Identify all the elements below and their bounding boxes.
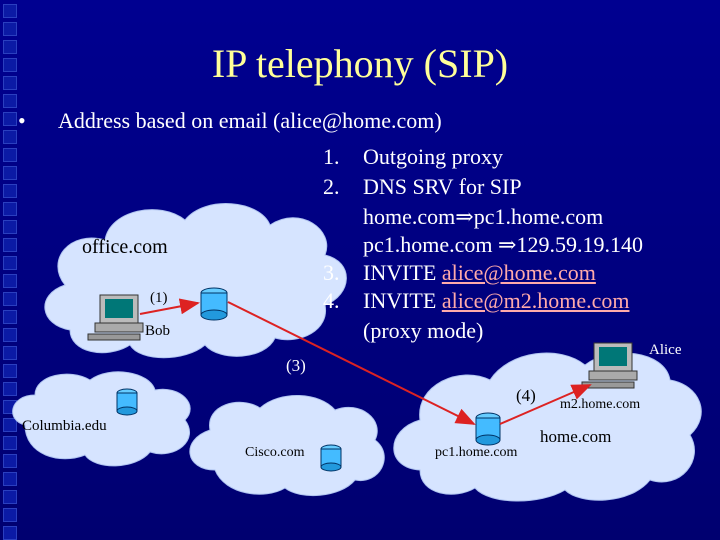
sidebar-square <box>3 490 17 504</box>
sidebar-square <box>3 238 17 252</box>
alice-label: Alice <box>649 342 682 358</box>
step-text: Outgoing proxy <box>363 144 503 169</box>
sidebar-square <box>3 364 17 378</box>
dns-line-1: home.com⇒pc1.home.com <box>363 204 604 229</box>
bob-label: Bob <box>145 323 171 339</box>
sidebar-square <box>3 292 17 306</box>
sidebar-square <box>3 328 17 342</box>
m2-label: m2.home.com <box>560 397 641 412</box>
step-number: 1. <box>323 144 340 169</box>
step-number: 4. <box>323 288 340 313</box>
step-number: 3. <box>323 260 340 285</box>
home-cloud <box>393 352 702 502</box>
server-icon <box>200 287 228 321</box>
columbia-label: Columbia.edu <box>22 418 107 434</box>
sidebar-square <box>3 76 17 90</box>
sidebar-square <box>3 436 17 450</box>
proxy-mode-note: (proxy mode) <box>363 318 484 343</box>
sidebar-square <box>3 22 17 36</box>
sidebar-square <box>3 4 17 18</box>
arrow-step1 <box>139 298 200 315</box>
sidebar-square <box>3 382 17 396</box>
step-text: DNS SRV for SIP <box>363 174 522 199</box>
sidebar-square <box>3 94 17 108</box>
arrow-step4 <box>499 384 592 425</box>
arrow-step3 <box>227 301 476 425</box>
sidebar-square <box>3 418 17 432</box>
step-number: 2. <box>323 174 340 199</box>
step-prefix: INVITE <box>363 260 442 285</box>
step-prefix: INVITE <box>363 288 442 313</box>
address-line: Address based on email (alice@home.com) <box>58 108 442 133</box>
step1-label: (1) <box>150 290 168 306</box>
sidebar-square <box>3 346 17 360</box>
step3-label: (3) <box>286 356 306 375</box>
computer-icon <box>87 294 144 341</box>
office-label: office.com <box>82 236 168 258</box>
sidebar-square <box>3 58 17 72</box>
computer-icon <box>581 342 638 389</box>
slide-title: IP telephony (SIP) <box>211 41 509 86</box>
server-icon <box>475 412 501 446</box>
server-icon <box>116 388 138 416</box>
sip-address-link[interactable]: alice@home.com <box>441 260 596 285</box>
sidebar-square <box>3 454 17 468</box>
step-text: INVITE alice@home.com <box>363 260 596 286</box>
sidebar-square <box>3 130 17 144</box>
bullet-marker: • <box>18 108 26 133</box>
sidebar-square <box>3 166 17 180</box>
columbia-cloud <box>12 371 191 467</box>
sidebar-square <box>3 184 17 198</box>
sidebar-square <box>3 148 17 162</box>
home-label: home.com <box>540 427 612 446</box>
sidebar-square <box>3 274 17 288</box>
sidebar-square <box>3 310 17 324</box>
sip-address-link[interactable]: alice@m2.home.com <box>441 288 630 313</box>
cisco-label: Cisco.com <box>245 445 305 460</box>
sidebar-square <box>3 202 17 216</box>
dns-line-2: pc1.home.com ⇒129.59.19.140 <box>363 232 643 257</box>
sidebar-square <box>3 508 17 522</box>
sidebar-square <box>3 220 17 234</box>
pc1-label: pc1.home.com <box>435 445 518 460</box>
step-text: INVITE alice@m2.home.com <box>363 288 629 314</box>
server-icon <box>320 444 342 472</box>
sidebar-square <box>3 40 17 54</box>
decorative-sidebar <box>0 0 22 540</box>
sidebar-square <box>3 472 17 486</box>
sidebar-square <box>3 256 17 270</box>
sidebar-square <box>3 112 17 126</box>
step4-label: (4) <box>516 386 536 405</box>
